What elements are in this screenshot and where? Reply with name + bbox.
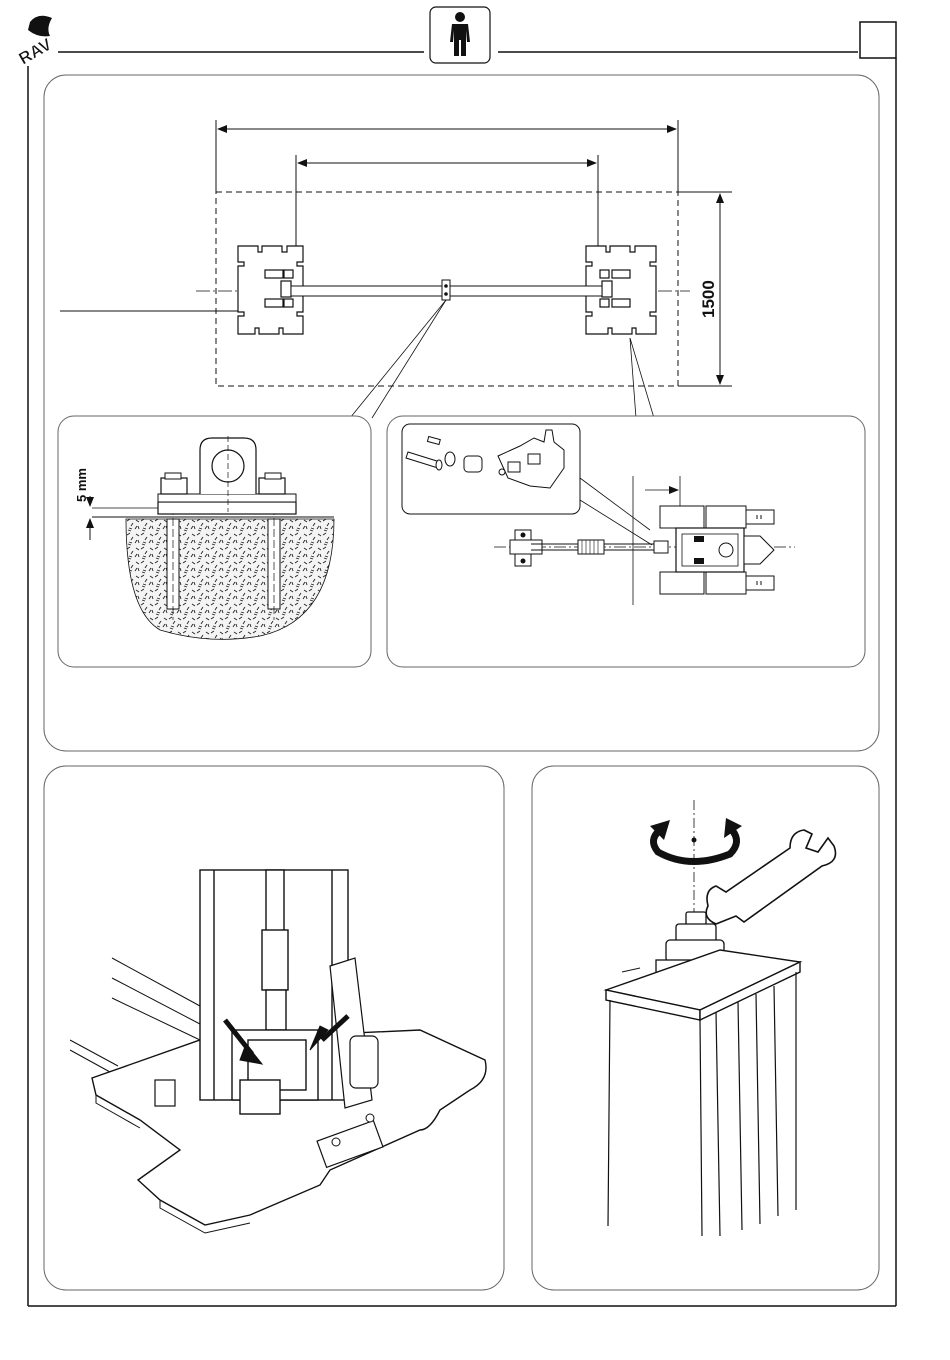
rotation-arrows-icon <box>650 818 742 862</box>
logo-text: RAV <box>16 34 56 68</box>
column-spacing-dimension <box>296 155 598 290</box>
page-corner-box <box>860 22 896 58</box>
layout-panel: 1500 <box>44 75 879 751</box>
hydraulic-connection-detail <box>387 416 865 667</box>
gap-dimension-label: 5 mm <box>74 468 89 502</box>
tightening-panel <box>532 766 879 1290</box>
floor-connection-bar <box>291 280 602 300</box>
brand-logo: RAV <box>16 16 56 69</box>
wrench-icon <box>706 830 835 924</box>
depth-dimension-label: 1500 <box>699 280 718 318</box>
column-top-plate <box>606 950 800 1020</box>
depth-dimension: 1500 <box>678 192 732 386</box>
person-operator-icon <box>430 7 490 63</box>
lift-column <box>200 870 348 1114</box>
overall-width-dimension <box>216 120 678 192</box>
anchor-bolt-detail: 5 mm <box>58 416 371 667</box>
column-base-panel <box>44 766 504 1290</box>
